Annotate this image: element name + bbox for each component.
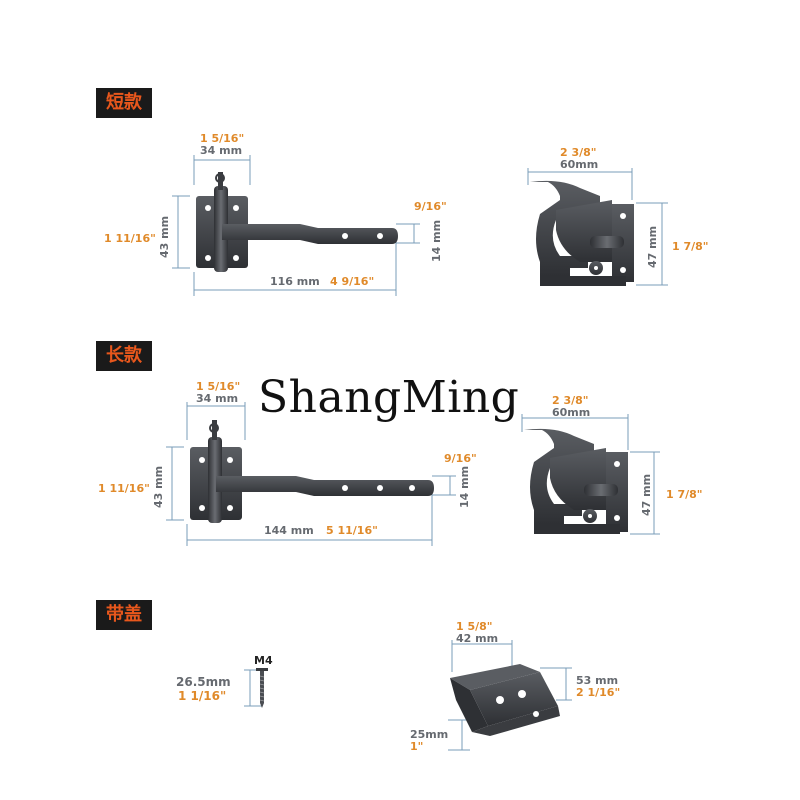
screw (244, 668, 268, 708)
short-catch-width-inch: 2 3/8" (560, 146, 597, 159)
long-catch-height-inch: 1 7/8" (666, 488, 703, 501)
section-label-long: 长款 (96, 341, 152, 371)
long-latch (166, 402, 456, 546)
short-bar-mm: 14 mm (430, 219, 443, 262)
plate-width-mm: 42 mm (456, 632, 499, 645)
plate-height-mm: 53 mm (576, 674, 619, 687)
long-bar-mm: 14 mm (458, 465, 471, 508)
section-label-cover: 带盖 (96, 600, 152, 630)
screw-length-inch: 1 1/16" (178, 689, 227, 703)
short-bar-inch: 9/16" (414, 200, 447, 213)
plate-width-inch: 1 5/8" (456, 620, 493, 633)
watermark-text: ShangMing (258, 372, 520, 423)
short-length-mm: 116 mm (270, 275, 320, 288)
long-height-mm: 43 mm (152, 465, 165, 508)
cover-plate (448, 640, 572, 751)
plate-depth-inch: 1" (410, 740, 424, 753)
short-catch (527, 168, 668, 286)
short-height-mm: 43 mm (158, 215, 171, 258)
short-height-inch: 1 11/16" (104, 232, 156, 245)
plate-height-inch: 2 1/16" (576, 686, 621, 699)
long-height-inch: 1 11/16" (98, 482, 150, 495)
short-length-inch: 4 9/16" (330, 275, 375, 288)
short-catch-width-mm: 60mm (560, 158, 599, 171)
long-catch-width-inch: 2 3/8" (552, 394, 589, 407)
long-catch-height-mm: 47 mm (640, 473, 653, 516)
plate-depth-mm: 25mm (410, 728, 449, 741)
short-catch-height-mm: 47 mm (646, 225, 659, 268)
long-catch (521, 414, 660, 535)
screw-length-mm: 26.5mm (176, 675, 231, 689)
long-length-inch: 5 11/16" (326, 524, 378, 537)
section-label-short: 短款 (96, 88, 152, 118)
short-catch-height-inch: 1 7/8" (672, 240, 709, 253)
long-catch-width-mm: 60mm (552, 406, 591, 419)
short-width-mm: 34 mm (200, 144, 243, 157)
short-latch (172, 155, 420, 296)
long-width-inch: 1 5/16" (196, 380, 241, 393)
short-width-inch: 1 5/16" (200, 132, 245, 145)
screw-size-label: M4 (254, 654, 273, 667)
long-bar-inch: 9/16" (444, 452, 477, 465)
long-length-mm: 144 mm (264, 524, 314, 537)
long-width-mm: 34 mm (196, 392, 239, 405)
